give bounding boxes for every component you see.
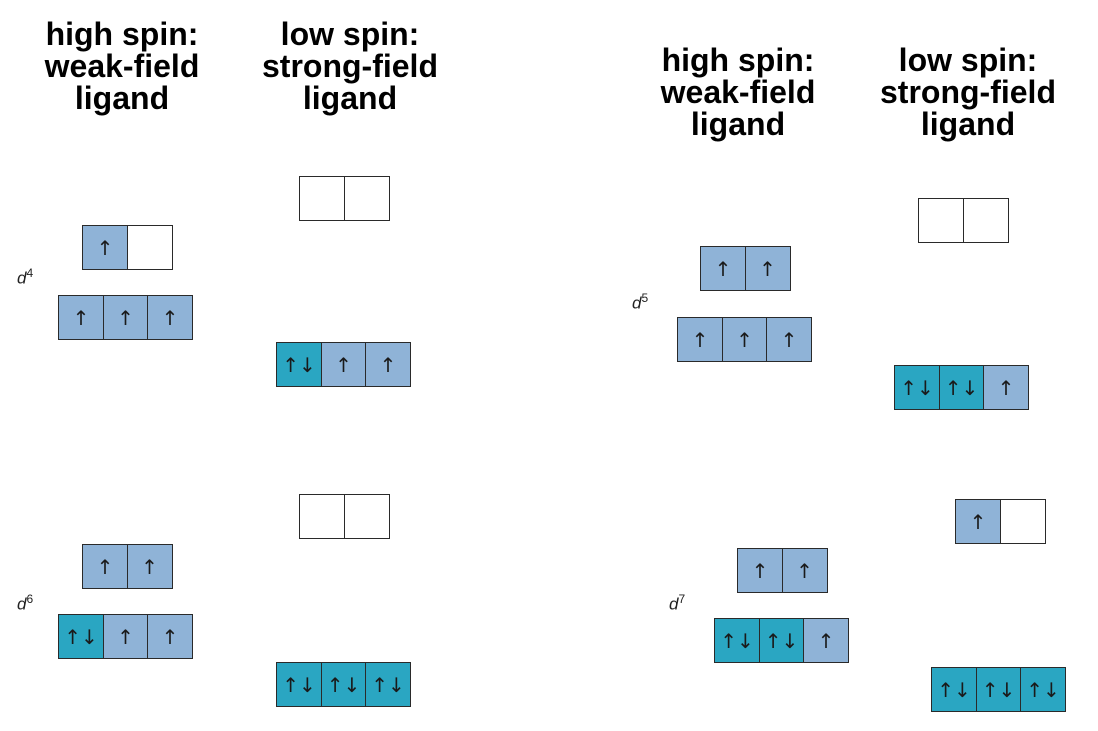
d6-low-t2g-orbital-1: ↑↓ (276, 662, 322, 707)
d6-low-t2g: ↑↓↑↓↑↓ (276, 662, 411, 707)
d6-high-eg: ↑↑ (82, 544, 173, 589)
d7-low-t2g-orbital-2: ↑↓ (975, 667, 1022, 712)
d4-low-eg-orbital-2 (343, 176, 390, 221)
d6-high-t2g: ↑↓↑↑ (58, 614, 193, 659)
d4-high-t2g: ↑↑↑ (58, 295, 193, 340)
label-d4: d4 (17, 266, 34, 288)
d4-high-eg-orbital-2 (126, 225, 173, 270)
d4-high-t2g-orbital-1: ↑ (58, 295, 104, 340)
header-high-spin-left: high spin: weak-field ligand (44, 16, 200, 116)
d5-low-t2g: ↑↓↑↓↑ (894, 365, 1029, 410)
d5-low-t2g-orbital-3: ↑ (983, 365, 1029, 410)
header-low-spin-left: low spin: strong-field ligand (262, 16, 438, 116)
d6-low-t2g-orbital-3: ↑↓ (365, 662, 411, 707)
header-high-spin-right: high spin: weak-field ligand (660, 42, 816, 142)
d7-high-eg-orbital-2: ↑ (781, 548, 828, 593)
d7-low-eg-orbital-2 (999, 499, 1046, 544)
d4-low-eg (299, 176, 390, 221)
d7-high-eg-orbital-1: ↑ (737, 548, 783, 593)
header-low-spin-right: low spin: strong-field ligand (880, 42, 1056, 142)
d4-low-t2g-orbital-1: ↑↓ (276, 342, 322, 387)
d6-low-eg-orbital-2 (343, 494, 390, 539)
d7-low-eg-orbital-1: ↑ (955, 499, 1001, 544)
d5-low-t2g-orbital-2: ↑↓ (938, 365, 985, 410)
d7-low-t2g-orbital-3: ↑↓ (1020, 667, 1066, 712)
d6-low-eg (299, 494, 390, 539)
d5-high-eg: ↑↑ (700, 246, 791, 291)
d5-high-t2g-orbital-2: ↑ (721, 317, 768, 362)
d4-low-t2g-orbital-2: ↑ (320, 342, 367, 387)
d7-high-t2g: ↑↓↑↓↑ (714, 618, 849, 663)
d6-high-eg-orbital-2: ↑ (126, 544, 173, 589)
d7-high-t2g-orbital-2: ↑↓ (758, 618, 805, 663)
d5-low-t2g-orbital-1: ↑↓ (894, 365, 940, 410)
d5-low-eg (918, 198, 1009, 243)
label-d5: d5 (632, 291, 649, 313)
d7-high-t2g-orbital-1: ↑↓ (714, 618, 760, 663)
d5-high-eg-orbital-1: ↑ (700, 246, 746, 291)
d4-low-eg-orbital-1 (299, 176, 345, 221)
d6-high-t2g-orbital-3: ↑ (147, 614, 193, 659)
label-d6: d6 (17, 592, 34, 614)
d6-high-t2g-orbital-1: ↑↓ (58, 614, 104, 659)
d4-high-eg: ↑ (82, 225, 173, 270)
d6-low-t2g-orbital-2: ↑↓ (320, 662, 367, 707)
d5-low-eg-orbital-1 (918, 198, 964, 243)
d4-high-eg-orbital-1: ↑ (82, 225, 128, 270)
d5-high-eg-orbital-2: ↑ (744, 246, 791, 291)
d5-high-t2g-orbital-1: ↑ (677, 317, 723, 362)
d6-high-eg-orbital-1: ↑ (82, 544, 128, 589)
d7-high-eg: ↑↑ (737, 548, 828, 593)
d6-high-t2g-orbital-2: ↑ (102, 614, 149, 659)
d7-low-t2g: ↑↓↑↓↑↓ (931, 667, 1066, 712)
d5-high-t2g-orbital-3: ↑ (766, 317, 812, 362)
d4-low-t2g: ↑↓↑↑ (276, 342, 411, 387)
d4-high-t2g-orbital-2: ↑ (102, 295, 149, 340)
d5-low-eg-orbital-2 (962, 198, 1009, 243)
label-d7: d7 (669, 592, 686, 614)
d5-high-t2g: ↑↑↑ (677, 317, 812, 362)
d7-low-t2g-orbital-1: ↑↓ (931, 667, 977, 712)
d4-low-t2g-orbital-3: ↑ (365, 342, 411, 387)
d4-high-t2g-orbital-3: ↑ (147, 295, 193, 340)
d7-high-t2g-orbital-3: ↑ (803, 618, 849, 663)
d7-low-eg: ↑ (955, 499, 1046, 544)
d6-low-eg-orbital-1 (299, 494, 345, 539)
